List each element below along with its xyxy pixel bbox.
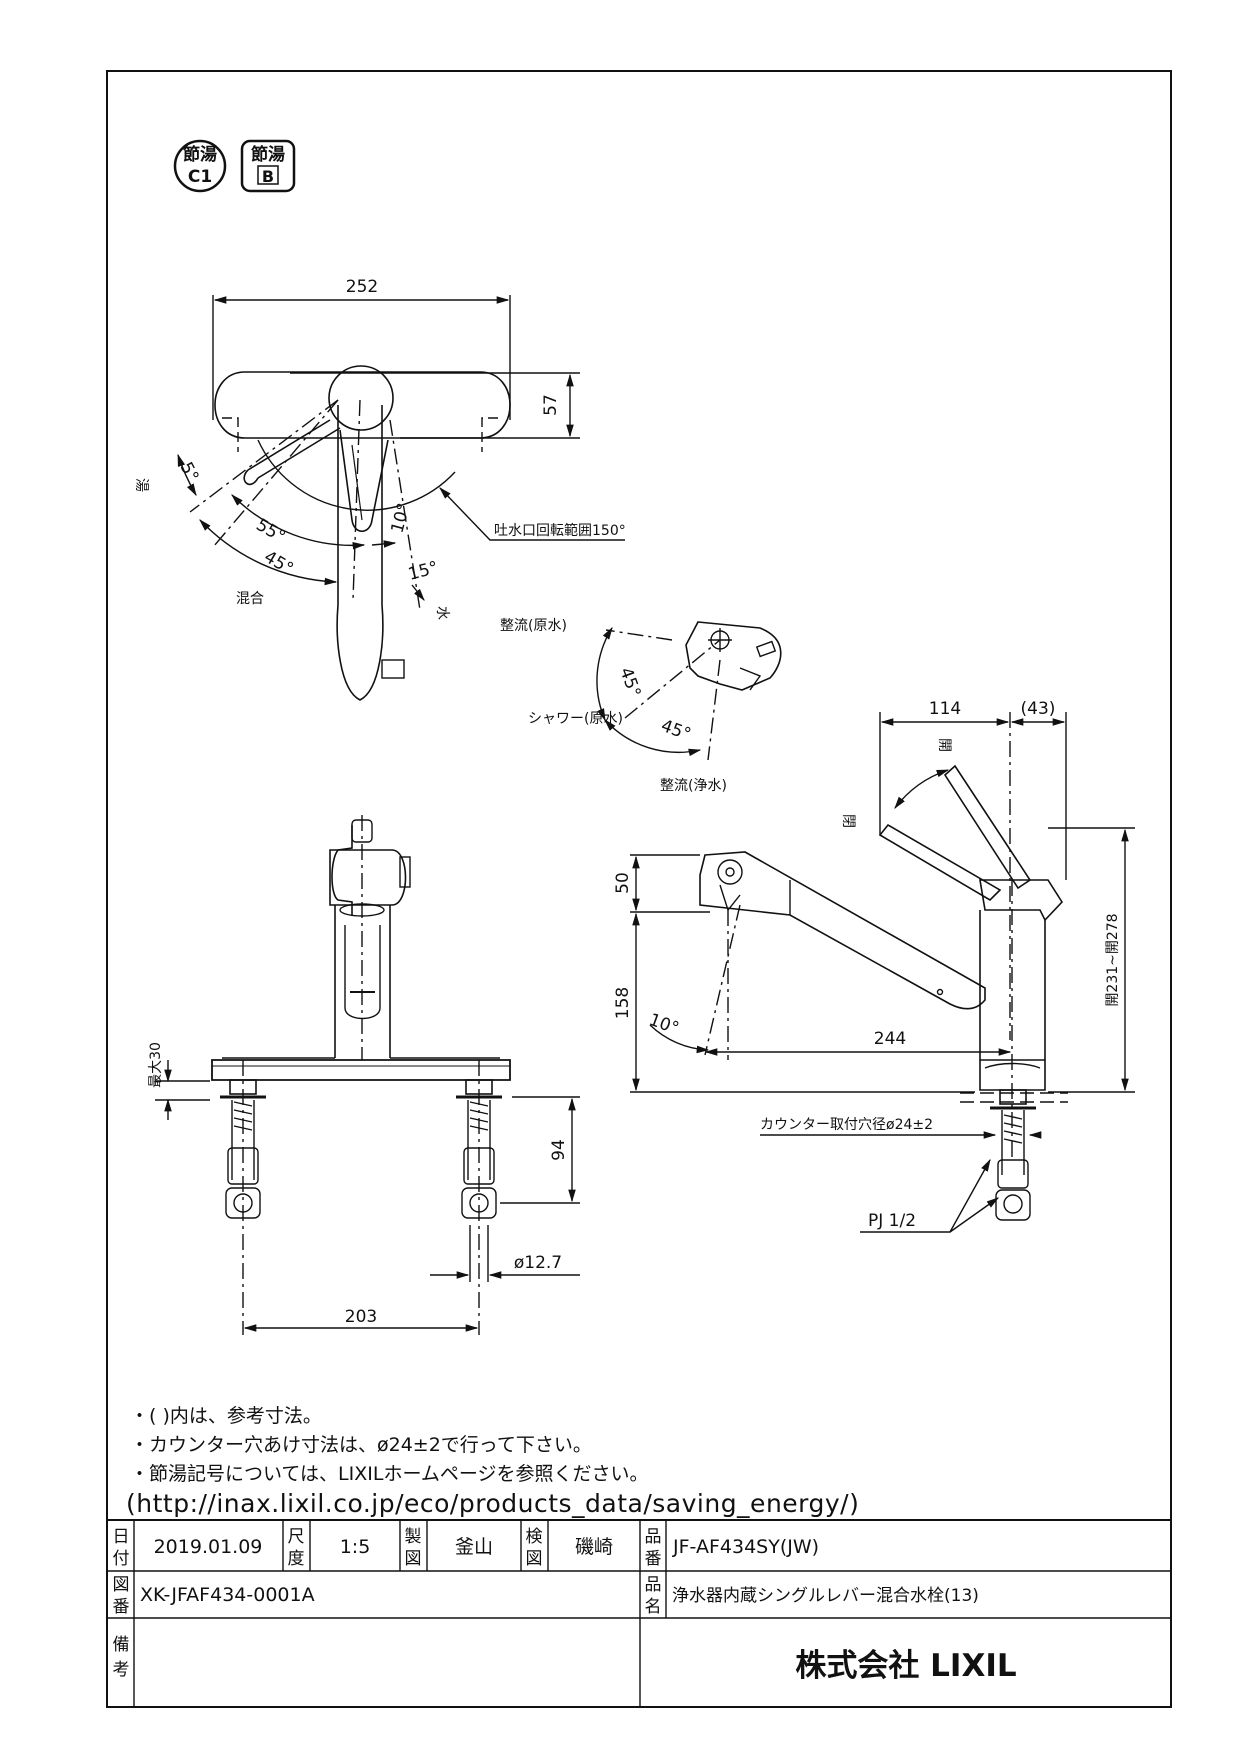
date-label-2: 付 [113,1549,130,1569]
title-block [107,1519,1171,1707]
note-2: ・カウンター穴あけ寸法は、ø24±2で行って下さい。 [130,1434,592,1456]
angle-10: 10° [388,501,415,535]
spray-angle-a: 45° [615,665,644,700]
drawn-by: 釜山 [455,1536,493,1558]
part-no-label-2: 番 [645,1549,662,1569]
dim-94: 94 [549,1139,569,1161]
drawing-no-label-2: 番 [113,1597,130,1617]
drawn-label-1: 製 [405,1527,422,1547]
sheet-border [106,70,1172,1708]
company-name: 株式会社 LIXIL [795,1648,1016,1684]
date-value: 2019.01.09 [154,1536,263,1558]
top-view [177,295,625,701]
checked-by: 磯崎 [575,1536,613,1558]
name-label-2: 名 [645,1597,662,1617]
pj-label: PJ 1/2 [868,1211,916,1231]
label-open-left: 閉 [840,814,856,828]
dim-57: 57 [541,394,561,416]
badge2-bottom: B [262,167,274,186]
scale-value: 1:5 [340,1536,371,1558]
part-no: JF-AF434SY(JW) [672,1536,819,1558]
label-shower: シャワー(原水) [528,711,623,727]
remarks-label-1: 備 [113,1635,130,1655]
drawn-label-2: 図 [405,1549,422,1569]
note-3: ・節湯記号については、LIXILホームページを参照ください。 [130,1463,649,1485]
label-purified: 整流(浄水) [660,778,727,794]
product-name: 浄水器内蔵シングルレバー混合水栓(13) [672,1586,979,1606]
rotation-range-note: 吐水口回転範囲150° [494,522,626,539]
dim-244: 244 [874,1029,906,1049]
dim-252: 252 [346,277,378,297]
checked-label-1: 検 [526,1527,543,1547]
label-cold: 水 [434,606,450,620]
dim-158: 158 [613,987,633,1019]
label-mix: 混合 [236,591,264,607]
angle-5: 5° [176,459,203,485]
side-view [630,712,1135,1233]
remarks-label-2: 考 [113,1660,130,1680]
note-1: ・( )内は、参考寸法。 [130,1405,322,1427]
dim-pipe-diameter: ø12.7 [514,1253,562,1273]
spray-angle-b: 45° [658,716,693,745]
dim-max30: 最大30 [148,1042,164,1088]
label-hot: 湯 [133,478,150,492]
reference-url: (http://inax.lixil.co.jp/eco/products_da… [126,1489,859,1518]
front-view [155,815,580,1335]
dim-114: 114 [929,699,961,719]
dim-43: (43) [1021,699,1056,719]
angle-10-side: 10° [646,1010,681,1039]
dim-203: 203 [345,1307,377,1327]
saving-water-badge-b: 節湯 B [240,139,296,193]
drawing-no-label-1: 図 [113,1575,130,1595]
date-label-1: 日 [113,1527,130,1547]
dim-height-range: 開231~開278 [1105,913,1121,1006]
drawing-no: XK-JFAF434-0001A [140,1584,315,1606]
label-raw-flow: 整流(原水) [500,618,567,634]
spray-head-detail [596,621,782,761]
badge1-bottom: C1 [188,167,212,187]
badge2-top: 節湯 [250,144,285,165]
angle-15: 15° [406,558,440,585]
name-label-1: 品 [645,1575,662,1595]
scale-label-1: 尺 [288,1527,305,1547]
angle-55: 55° [253,515,289,547]
dim-50: 50 [613,872,633,894]
scale-label-2: 度 [288,1549,305,1569]
saving-water-badge-c1: 節湯 C1 [173,139,227,193]
part-no-label-1: 品 [645,1527,662,1547]
badge1-top: 節湯 [182,144,217,165]
label-open-top: 開 [936,738,952,752]
counter-hole-note: カウンター取付穴径ø24±2 [760,1117,933,1133]
checked-label-2: 図 [526,1549,543,1569]
